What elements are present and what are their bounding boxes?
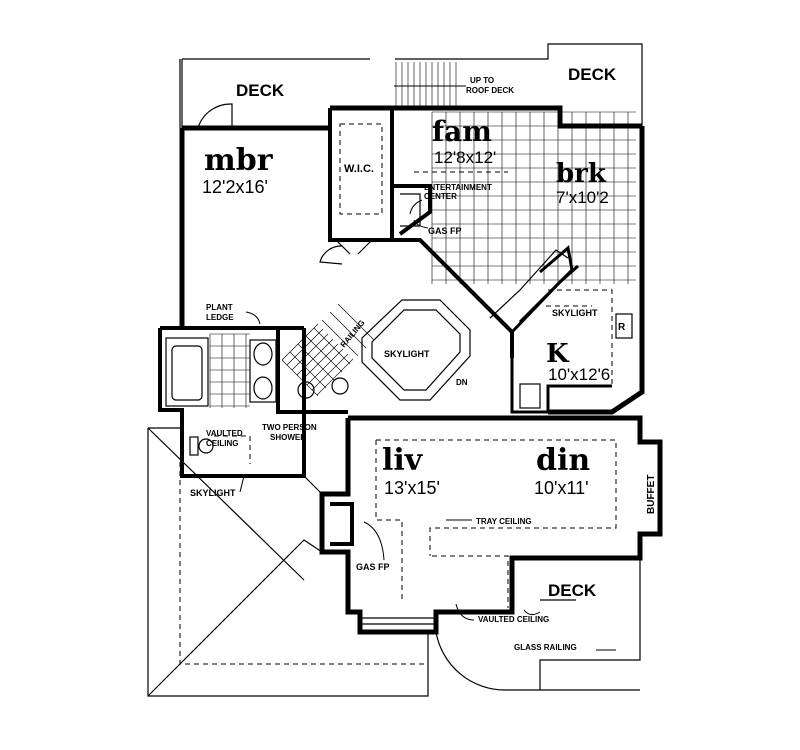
kitchen-room-name: K — [546, 339, 570, 369]
kitchen-room-size: 10'x12'6 — [548, 365, 610, 384]
brk-room-size: 7'x10'2 — [556, 188, 609, 207]
deck-left-label: DECK — [236, 81, 285, 100]
fam-room-name: fam — [432, 115, 492, 148]
stair-up-roof-deck — [395, 62, 457, 106]
door-swings — [197, 103, 640, 691]
tile-line — [321, 319, 359, 357]
skylight-kitchen-label: SKYLIGHT — [552, 308, 598, 318]
up-roof-deck-label-2: ROOF DECK — [466, 86, 514, 95]
tile-line — [281, 323, 319, 361]
plant-ledge-label-2: LEDGE — [206, 313, 234, 322]
tile-line — [311, 353, 349, 391]
tile-line — [291, 333, 329, 371]
deck-right-label: DECK — [568, 65, 617, 84]
mbr-room-size: 12'2x16' — [202, 177, 268, 197]
gas-fp-top-label: GAS FP — [428, 226, 462, 236]
liv-room-name: liv — [382, 443, 424, 478]
deck-bottom-label: DECK — [548, 581, 597, 600]
tile-line — [337, 303, 375, 341]
fam-room-size: 12'8x12' — [434, 148, 496, 167]
mbr-room-name: mbr — [204, 143, 274, 178]
vaulted-ceiling-label: VAULTED CEILING — [478, 615, 549, 624]
tile-line — [306, 348, 344, 386]
two-person-shower-label-1: TWO PERSON — [262, 423, 317, 432]
leader-lines — [239, 85, 616, 651]
right-deck — [512, 557, 641, 690]
skylight-stair-label: SKYLIGHT — [384, 349, 430, 359]
up-roof-deck-label-1: UP TO — [470, 76, 494, 85]
lower-roof — [147, 427, 429, 697]
vaulted-ceiling-bath-label-2: CEILING — [206, 439, 238, 448]
r-label: R — [618, 322, 626, 333]
two-person-shower-label-2: SHOWER — [270, 433, 306, 442]
din-room-name: din — [536, 443, 590, 478]
plant-ledge-label-1: PLANT — [206, 303, 233, 312]
buffet-label: BUFFET — [646, 475, 657, 514]
skylight-bath-label: SKYLIGHT — [190, 488, 236, 498]
dn-label: DN — [456, 378, 468, 387]
tile-line — [301, 343, 339, 381]
glass-railing-label: GLASS RAILING — [514, 643, 577, 652]
tile-line — [316, 358, 354, 396]
fam-brk-tile-grid — [431, 111, 636, 284]
tile-line — [281, 359, 319, 397]
liv-room-size: 13'x15' — [384, 478, 440, 498]
tile-line — [305, 335, 343, 373]
gas-fp-bottom-label: GAS FP — [356, 562, 390, 572]
entertainment-center-label-1: ENTERTAINMENT — [424, 183, 492, 192]
vaulted-ceiling-bath-label-1: VAULTED — [206, 429, 243, 438]
interior-walls — [276, 108, 612, 625]
fixtures — [165, 193, 633, 456]
entertainment-center-label-2: CENTER — [424, 192, 457, 201]
tile-line — [329, 311, 367, 349]
wic-label: W.I.C. — [344, 163, 374, 175]
diagonal-tile-grid — [281, 303, 375, 397]
brk-room-name: brk — [556, 159, 607, 189]
tray-ceiling-label: TRAY CEILING — [476, 517, 532, 526]
exterior-walls — [158, 43, 663, 635]
main-stair — [361, 299, 471, 401]
din-room-size: 10'x11' — [534, 478, 589, 498]
bath-tile-grid — [209, 333, 250, 408]
